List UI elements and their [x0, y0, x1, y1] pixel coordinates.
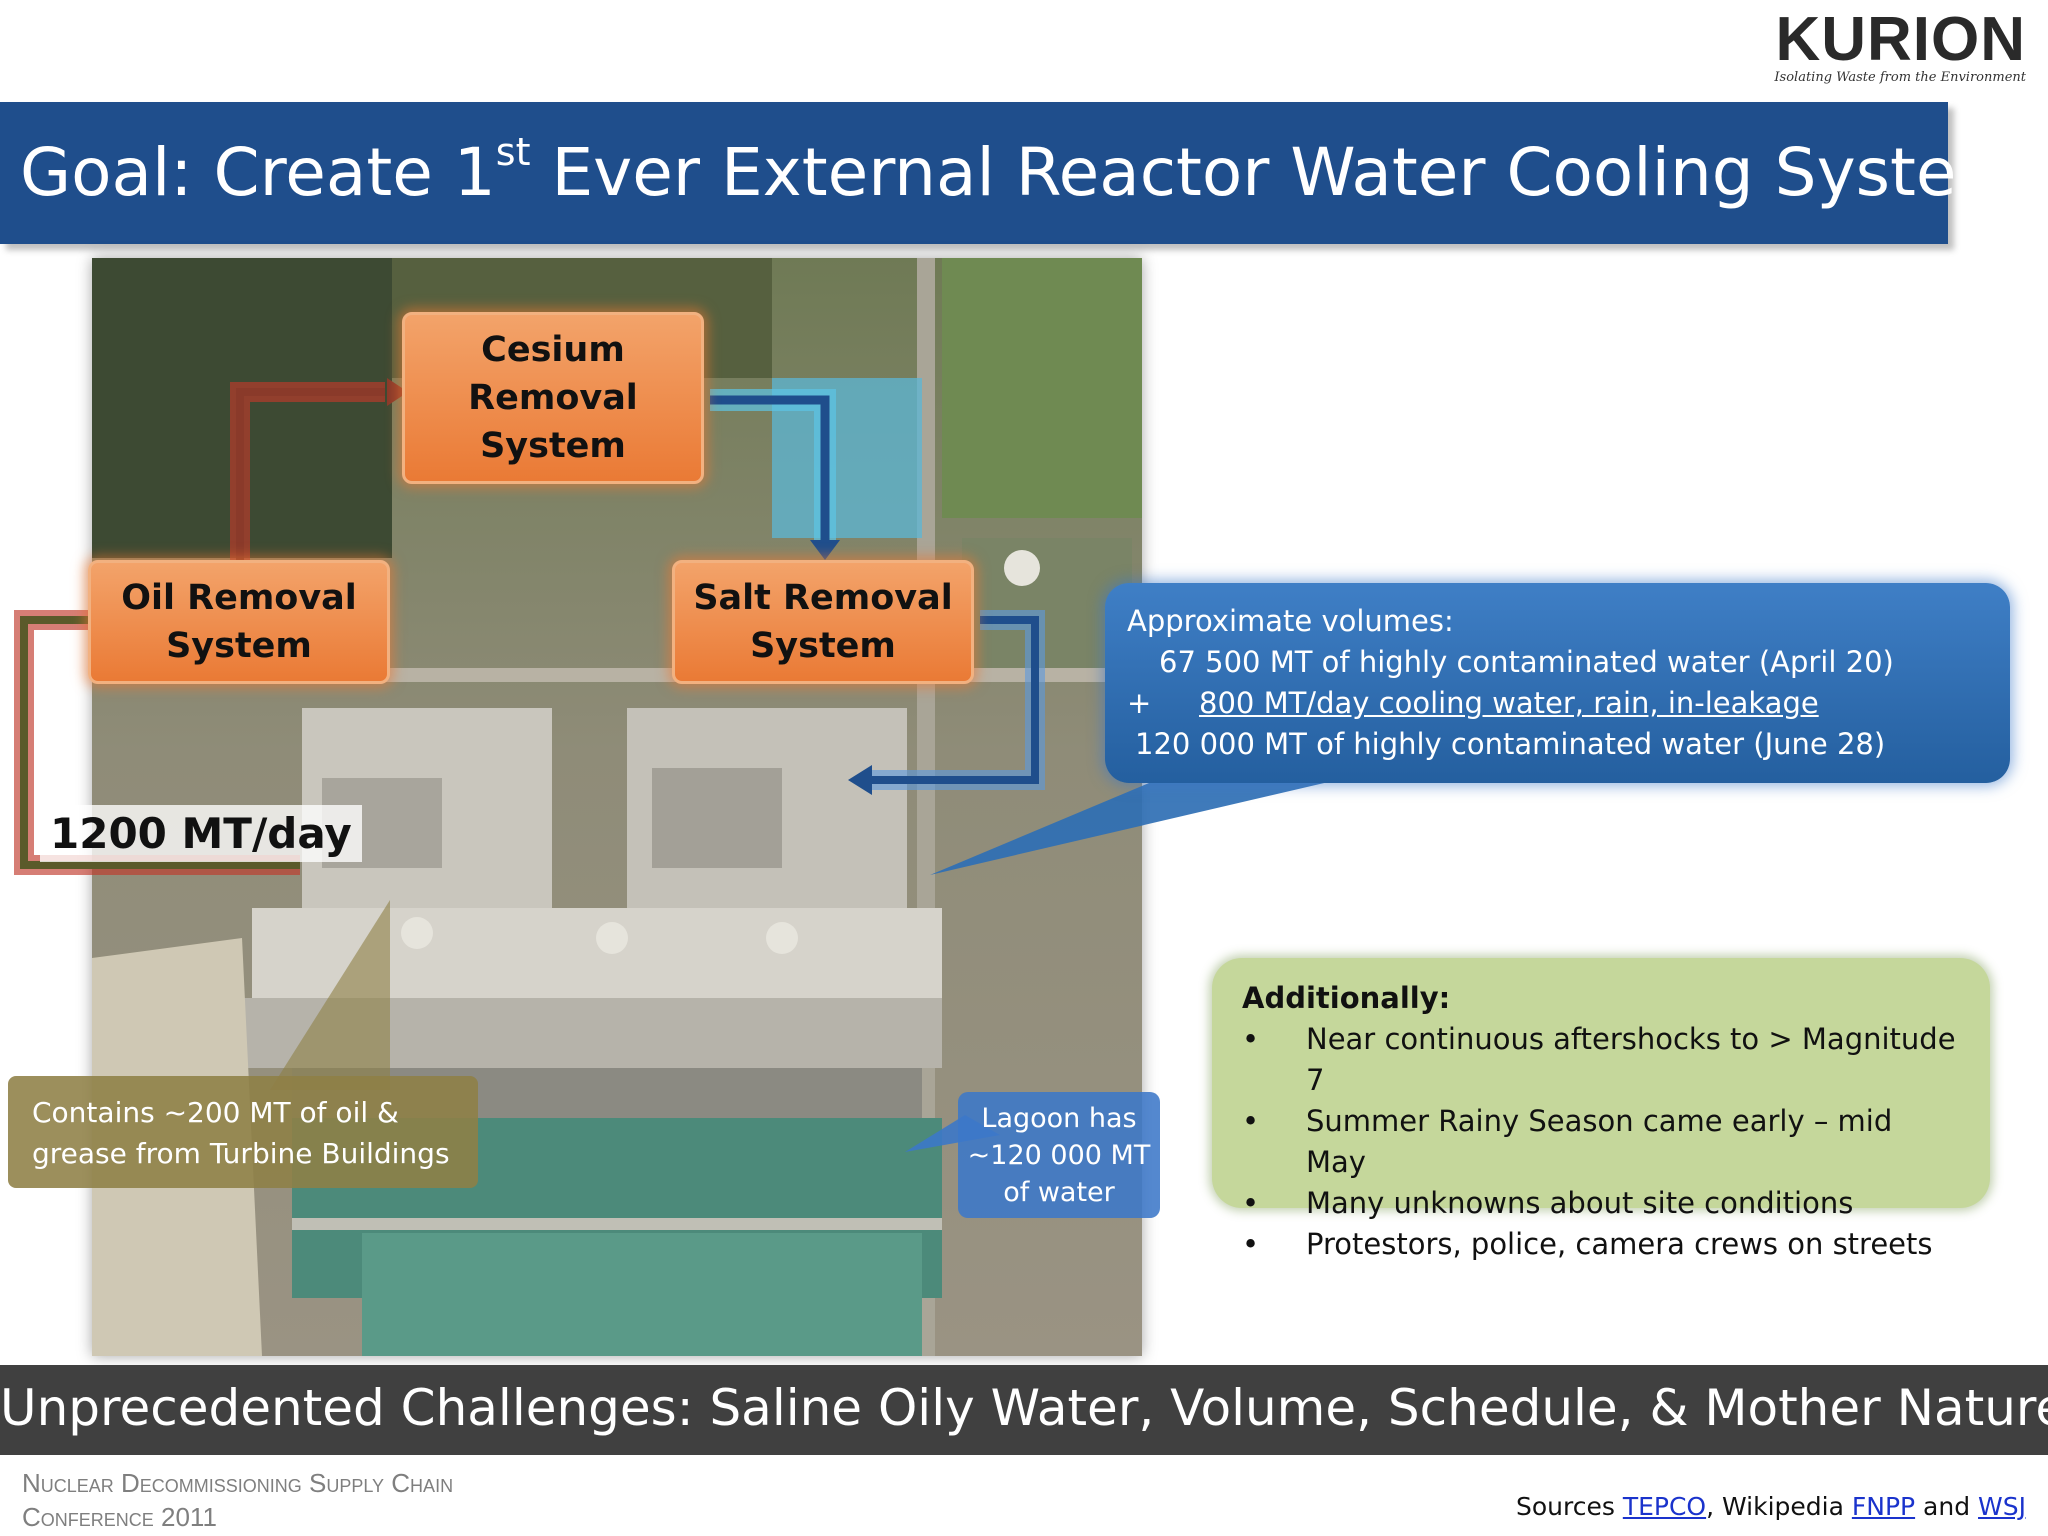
volumes-callout: Approximate volumes: 67 500 MT of highly…: [1105, 583, 2010, 783]
bottom-banner-text: Unprecedented Challenges: Saline Oily Wa…: [0, 1379, 2048, 1437]
lagoon-note: Lagoon has ~120 000 MT of water: [958, 1092, 1160, 1218]
sources-sep-2: and: [1915, 1492, 1979, 1521]
additionally-callout: Additionally: • Near continuous aftershoc…: [1212, 958, 1990, 1261]
volumes-heading: Approximate volumes:: [1127, 604, 1454, 638]
logo-wordmark: KURION: [1775, 5, 2026, 74]
sources-prefix: Sources: [1515, 1492, 1623, 1521]
slide-title: Goal: Create 1st Ever External Reactor W…: [20, 130, 2021, 211]
bullet-icon: •: [1242, 1104, 1260, 1138]
bullet-icon: •: [1242, 1227, 1260, 1261]
oil-note-line-1: Contains ~200 MT of oil &: [32, 1096, 399, 1129]
cesium-line-2: Removal: [468, 378, 638, 418]
lagoon-line-1: Lagoon has: [981, 1103, 1137, 1134]
tepco-link[interactable]: TEPCO: [1622, 1492, 1707, 1521]
lagoon-line-2: ~120 000 MT: [967, 1140, 1151, 1171]
title-superscript: st: [495, 130, 531, 174]
bullet-icon: •: [1242, 1186, 1260, 1220]
sources-footer: Sources TEPCO, Wikipedia FNPP and WSJ: [1516, 1492, 2026, 1521]
list-item: • Summer Rainy Season came early – mid Ma…: [1242, 1101, 1960, 1183]
title-band: Goal: Create 1st Ever External Reactor W…: [0, 102, 2021, 244]
oil-line-1: Oil Removal: [121, 578, 357, 618]
wsj-link[interactable]: WSJ: [1978, 1492, 2026, 1521]
list-item-text: Near continuous aftershocks to > Magnitu…: [1306, 1022, 1956, 1097]
oil-note-line-2: grease from Turbine Buildings: [32, 1137, 450, 1170]
plus-sign: +: [1127, 686, 1152, 720]
salt-line-1: Salt Removal: [693, 578, 953, 618]
logo-tagline: Isolating Waste from the Environment: [1774, 70, 2026, 85]
conference-line-2: Conference 2011: [22, 1502, 217, 1532]
list-item-text: Many unknowns about site conditions: [1306, 1186, 1854, 1220]
kurion-logo: KURION Isolating Waste from the Environm…: [1756, 8, 2026, 88]
conference-line-1: Nuclear Decommissioning Supply Chain: [22, 1468, 454, 1498]
cesium-removal-box: Cesium Removal System: [402, 312, 704, 484]
volumes-line-2: +800 MT/day cooling water, rain, in-leak…: [1127, 683, 1988, 724]
title-suffix: Ever External Reactor Water Cooling Syst…: [530, 134, 2021, 211]
fnpp-link[interactable]: FNPP: [1851, 1492, 1916, 1521]
lagoon-line-3: of water: [1003, 1177, 1115, 1208]
list-item-text: Summer Rainy Season came early – mid May: [1306, 1104, 1893, 1179]
conference-label: Nuclear Decommissioning Supply Chain Con…: [22, 1466, 453, 1534]
oil-grease-note: Contains ~200 MT of oil & grease from Tu…: [8, 1076, 478, 1188]
bullet-icon: •: [1242, 1022, 1260, 1056]
additionally-heading: Additionally:: [1242, 981, 1451, 1015]
volumes-line-1: 67 500 MT of highly contaminated water (…: [1159, 645, 1894, 679]
list-item: • Many unknowns about site conditions: [1242, 1183, 1960, 1224]
sources-sep-1: , Wikipedia: [1706, 1492, 1852, 1521]
salt-removal-box: Salt Removal System: [672, 560, 974, 684]
cesium-line-3: System: [480, 426, 626, 466]
bottom-banner: Unprecedented Challenges: Saline Oily Wa…: [0, 1365, 2048, 1455]
volumes-line-3: 120 000 MT of highly contaminated water …: [1135, 727, 1886, 761]
title-prefix: Goal: Create 1: [20, 134, 496, 211]
oil-line-2: System: [166, 626, 312, 666]
list-item-text: Protestors, police, camera crews on stre…: [1306, 1227, 1933, 1261]
list-item: • Near continuous aftershocks to > Magnit…: [1242, 1019, 1960, 1101]
cesium-line-1: Cesium: [481, 330, 625, 370]
oil-removal-box: Oil Removal System: [88, 560, 390, 684]
volumes-line-2-text: 800 MT/day cooling water, rain, in-leaka…: [1199, 686, 1819, 720]
list-item: • Protestors, police, camera crews on str…: [1242, 1224, 1960, 1265]
salt-line-2: System: [750, 626, 896, 666]
flow-rate-label: 1200 MT/day: [40, 805, 362, 862]
